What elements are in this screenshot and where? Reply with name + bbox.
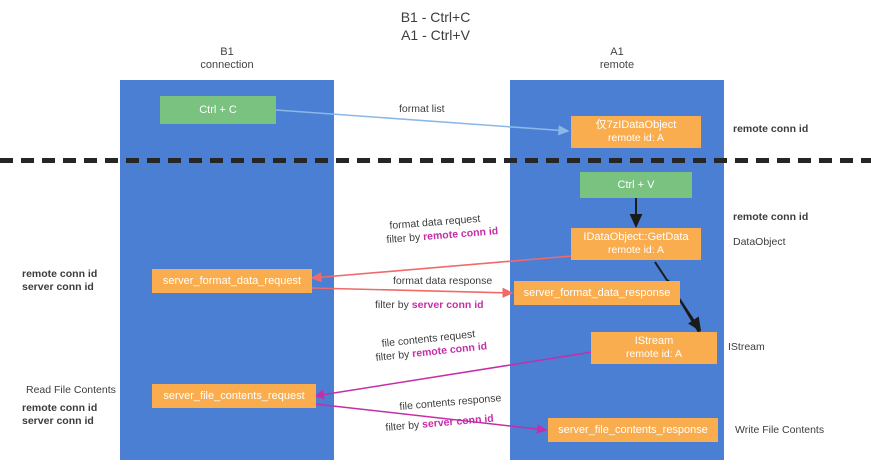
box-idataobject-line2: remote id: A	[607, 132, 665, 144]
box-idataobject-getdata[interactable]: IDataObject::GetData remote id: A	[571, 228, 701, 260]
box-fmt-resp-label: server_format_data_response	[523, 286, 671, 299]
box-fmt-req-label: server_format_data_request	[162, 274, 302, 287]
box-server-format-data-response[interactable]: server_format_data_response	[514, 281, 680, 305]
box-ctrl-v[interactable]: Ctrl + V	[580, 172, 692, 198]
box-file-req-label: server_file_contents_request	[163, 389, 305, 402]
annotation-file-contents-response-text: file contents response	[399, 392, 502, 413]
column-title-b1: B1 connection	[200, 46, 254, 71]
filter-key-server-conn-id: server conn id	[411, 299, 484, 311]
label-left-remote-conn-id-2: remote conn id	[22, 402, 98, 414]
phase-separator	[0, 158, 871, 163]
box-idataobject-line1: 仅7zIDataObject	[595, 119, 677, 131]
annotation-file-contents-response: file contents response	[399, 392, 502, 414]
filter-prefix: filter by	[385, 418, 423, 434]
box-ctrl-c[interactable]: Ctrl + C	[160, 96, 276, 124]
label-dataobject: DataObject	[733, 236, 786, 248]
box-file-resp-label: server_file_contents_response	[558, 423, 708, 436]
annotation-format-data-response: format data response	[393, 275, 493, 287]
box-getdata-line2: remote id: A	[607, 244, 665, 256]
filter-prefix: filter by	[375, 299, 412, 311]
label-left-server-conn-id-2: server conn id	[22, 415, 94, 427]
label-write-file-contents: Write File Contents	[735, 424, 825, 436]
label-read-file-contents: Read File Contents	[26, 384, 116, 396]
box-idataobject[interactable]: 仅7zIDataObject remote id: A	[571, 116, 701, 148]
box-ctrl-v-line1: Ctrl + V	[617, 178, 655, 191]
column-title-a1: A1 remote	[599, 46, 635, 71]
box-server-file-contents-response[interactable]: server_file_contents_response	[548, 418, 718, 442]
box-ctrl-c-line1: Ctrl + C	[199, 103, 237, 116]
box-istream[interactable]: IStream remote id: A	[591, 332, 717, 364]
label-remote-conn-id-top: remote conn id	[733, 123, 809, 135]
filter-prefix: filter by	[375, 348, 413, 364]
box-server-file-contents-request[interactable]: server_file_contents_request	[152, 384, 316, 408]
annotation-file-contents-response-filter: filter by server conn id	[385, 413, 494, 435]
label-left-remote-conn-id: remote conn id	[22, 268, 98, 280]
filter-prefix: filter by	[386, 231, 424, 246]
annotation-format-list: format list	[399, 103, 445, 115]
filter-key-server-conn-id: server conn id	[421, 412, 495, 431]
label-istream: IStream	[728, 341, 765, 353]
box-getdata-line1: IDataObject::GetData	[583, 231, 689, 243]
diagram-title: B1 - Ctrl+C A1 - Ctrl+V	[400, 9, 471, 43]
box-server-format-data-request[interactable]: server_format_data_request	[152, 269, 312, 293]
label-left-server-conn-id: server conn id	[22, 281, 94, 293]
annotation-format-data-response-filter: filter by server conn id	[375, 299, 484, 312]
box-istream-line2: remote id: A	[625, 348, 683, 360]
label-remote-conn-id-mid: remote conn id	[733, 211, 809, 223]
box-istream-line1: IStream	[634, 335, 674, 347]
